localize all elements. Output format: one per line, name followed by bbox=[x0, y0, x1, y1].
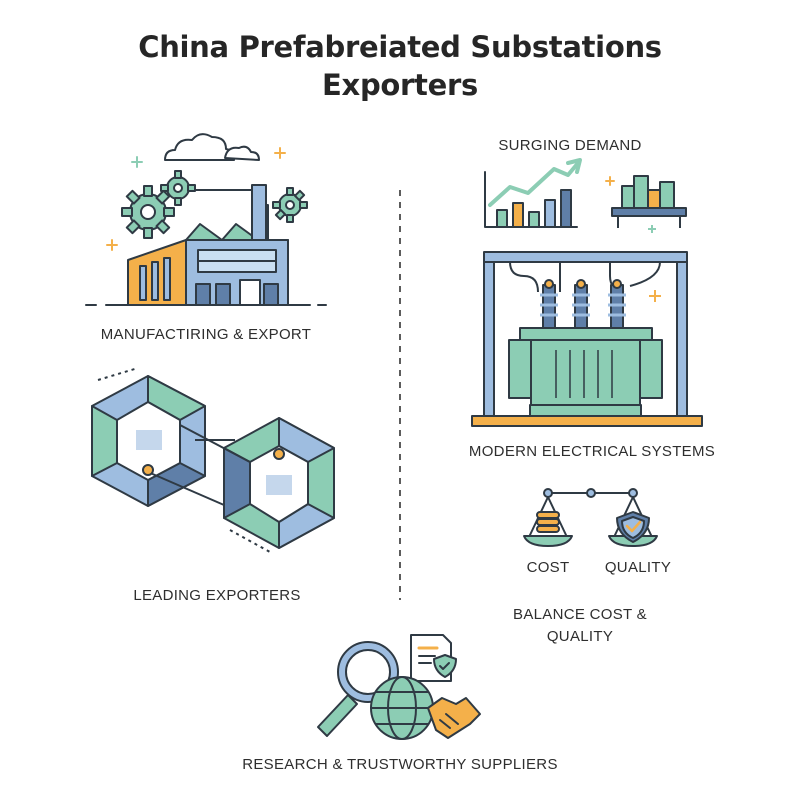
title-line-1: China Prefabreiated Substations bbox=[138, 30, 662, 64]
label-research: RESEARCH & TRUSTWORTHY SUPPLIERS bbox=[242, 756, 558, 773]
label-balance-line-1: BALANCE COST & bbox=[513, 606, 647, 623]
label-cost: COST bbox=[526, 559, 570, 576]
factory-icon bbox=[85, 133, 327, 306]
label-manufacturing: MANUFACTIRING & EXPORT bbox=[100, 326, 312, 343]
label-balance-line-2: QUALITY bbox=[546, 628, 614, 645]
growth-chart-icon bbox=[484, 158, 615, 228]
label-modern-electrical: MODERN ELECTRICAL SYSTEMS bbox=[468, 443, 716, 460]
title-line-2: Exporters bbox=[322, 68, 478, 102]
label-leading-exporters: LEADING EXPORTERS bbox=[133, 587, 301, 604]
transformer-icon bbox=[471, 251, 703, 427]
label-surging-demand: SURGING DEMAND bbox=[498, 137, 642, 154]
city-icon bbox=[611, 175, 687, 233]
hexagon-link-icon bbox=[91, 367, 335, 553]
page-title: China Prefabreiated Substations Exporter… bbox=[0, 28, 800, 104]
label-quality: QUALITY bbox=[604, 559, 672, 576]
magnifier-globe-handshake-icon bbox=[317, 634, 481, 740]
scale-icon bbox=[523, 488, 658, 547]
